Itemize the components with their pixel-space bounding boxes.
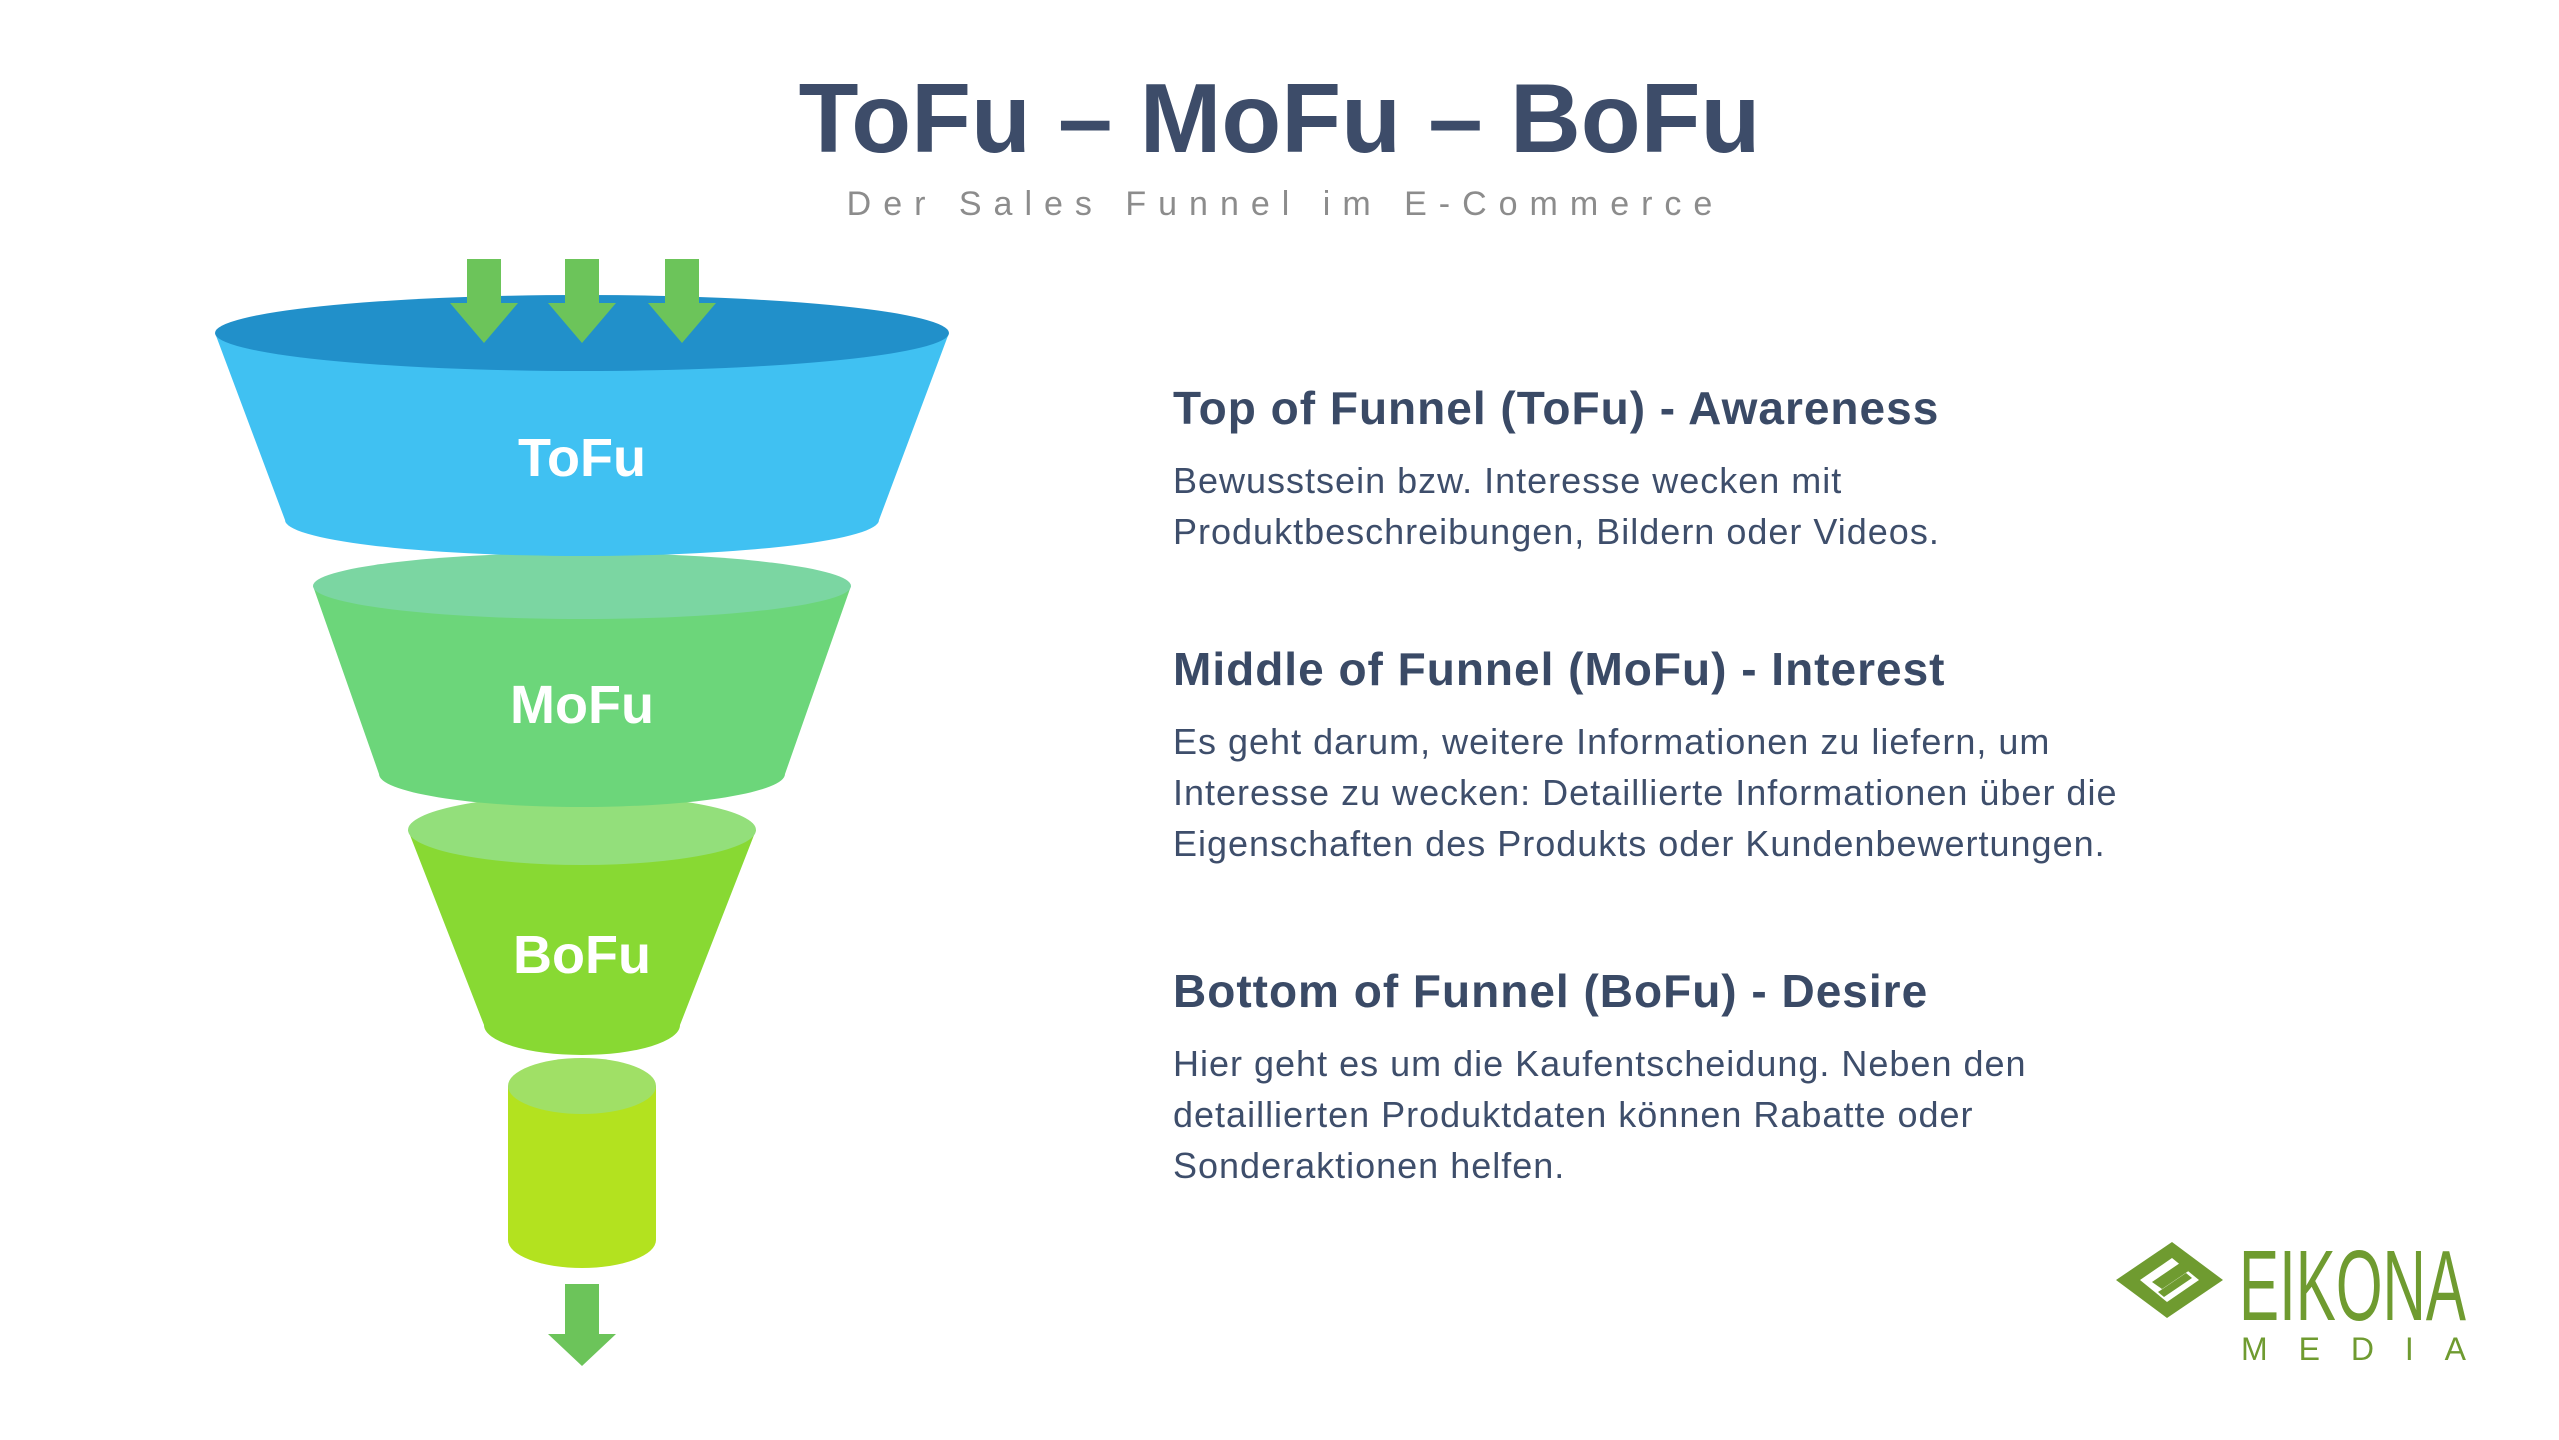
mofu-rim — [313, 553, 851, 619]
section-heading: Top of Funnel (ToFu) - Awareness — [1173, 382, 1940, 434]
description-line: Eigenschaften des Produkts oder Kundenbe… — [1173, 823, 2106, 864]
section-mofu: Middle of Funnel (MoFu) - Interest Es ge… — [1173, 639, 2373, 869]
brand-logo: EIKONA MEDIA — [2116, 1230, 2467, 1367]
outlet-body — [508, 1086, 656, 1268]
stage-label-mofu: MoFu — [510, 675, 654, 735]
mofu-body — [313, 586, 851, 807]
bofu-rim — [408, 795, 756, 865]
arrow-down-icon — [548, 1284, 616, 1366]
sales-funnel: ToFu MoFu BoFu — [215, 259, 949, 1366]
section-heading: Bottom of Funnel (BoFu) - Desire — [1173, 965, 1929, 1017]
outlet-rim — [508, 1058, 656, 1114]
section-description: Bewusstsein bzw. Interesse wecken mit Pr… — [1173, 455, 2373, 557]
description-line: detaillierten Produktdaten können Rabatt… — [1173, 1094, 1974, 1135]
input-arrows — [450, 259, 716, 343]
description-line: Es geht darum, weitere Informationen zu … — [1173, 721, 2051, 762]
page-title: ToFu – MoFu – BoFu — [798, 63, 1761, 173]
section-heading: Middle of Funnel (MoFu) - Interest — [1173, 643, 1946, 695]
arrow-down-icon — [648, 259, 716, 343]
description-line: Hier geht es um die Kaufentscheidung. Ne… — [1173, 1043, 2027, 1084]
section-description: Es geht darum, weitere Informationen zu … — [1173, 716, 2373, 869]
stage-label-tofu: ToFu — [518, 428, 646, 488]
section-description: Hier geht es um die Kaufentscheidung. Ne… — [1173, 1038, 2373, 1191]
page-subtitle: Der Sales Funnel im E-Commerce — [846, 185, 1725, 223]
bofu-body — [408, 830, 756, 1055]
eikona-logo-icon — [2116, 1242, 2223, 1318]
tofu-body — [215, 333, 949, 556]
description-line: Produktbeschreibungen, Bildern oder Vide… — [1173, 511, 1940, 552]
description-line: Sonderaktionen helfen. — [1173, 1145, 1566, 1186]
funnel-stage-mofu — [313, 553, 851, 807]
arrow-down-icon — [450, 259, 518, 343]
description-line: Interesse zu wecken: Detaillierte Inform… — [1173, 772, 2118, 813]
description-line: Bewusstsein bzw. Interesse wecken mit — [1173, 460, 1843, 501]
stage-label-bofu: BoFu — [513, 925, 651, 985]
section-tofu: Top of Funnel (ToFu) - Awareness Bewusst… — [1173, 378, 2373, 557]
funnel-stage-bofu — [408, 795, 756, 1055]
logo-wordmark: EIKONA — [2239, 1230, 2466, 1342]
arrow-down-icon — [548, 259, 616, 343]
funnel-outlet — [508, 1058, 656, 1268]
section-bofu: Bottom of Funnel (BoFu) - Desire Hier ge… — [1173, 961, 2373, 1191]
